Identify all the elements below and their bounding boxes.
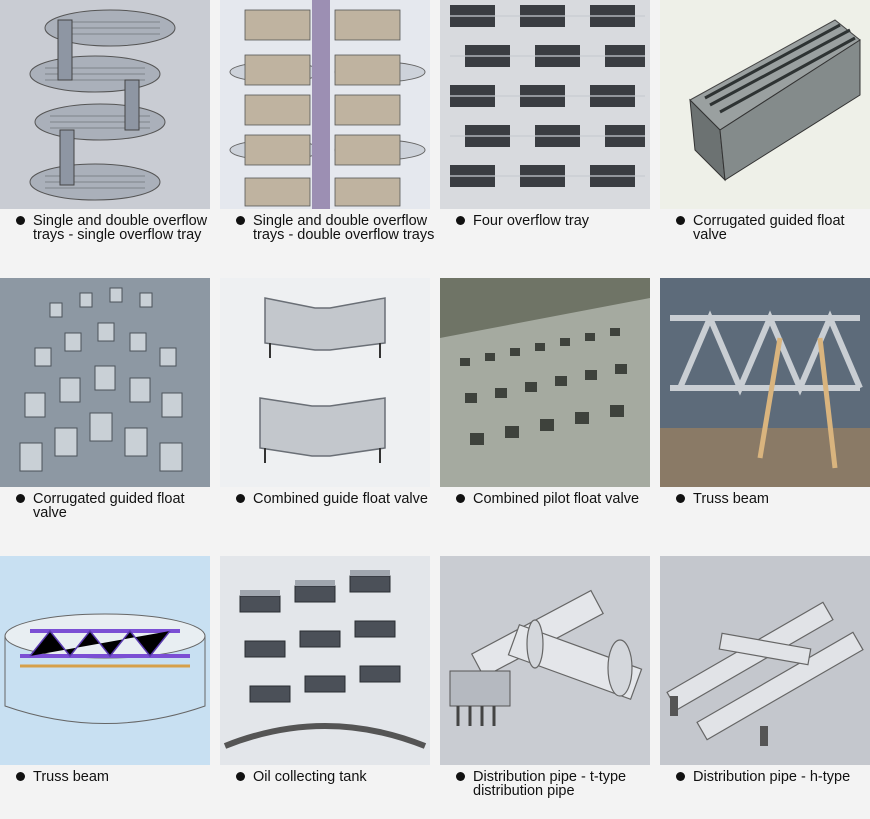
gallery-item[interactable]: Combined guide float valve xyxy=(220,278,430,506)
double-overflow-tray-image[interactable] xyxy=(220,0,430,209)
bullet-icon xyxy=(676,772,685,781)
item-caption: Combined pilot float valve xyxy=(456,492,656,506)
caption-text: Oil collecting tank xyxy=(253,769,367,785)
item-caption: Single and double overflow trays - doubl… xyxy=(236,214,436,242)
caption-text: Corrugated guided float valve xyxy=(693,213,845,243)
caption-text: Distribution pipe - h-type xyxy=(693,769,851,785)
corrugated-valve-image[interactable] xyxy=(660,0,870,209)
four-overflow-tray-image[interactable] xyxy=(440,0,650,209)
gallery-item[interactable]: Distribution pipe - t-type distribution … xyxy=(440,556,650,798)
item-caption: Oil collecting tank xyxy=(236,770,436,784)
bullet-icon xyxy=(16,494,25,503)
gallery-item[interactable]: Combined pilot float valve xyxy=(440,278,650,506)
gallery-item[interactable]: Single and double overflow trays - doubl… xyxy=(220,0,434,242)
bullet-icon xyxy=(456,216,465,225)
gallery-item[interactable]: Corrugated guided float valve xyxy=(0,278,210,520)
bullet-icon xyxy=(456,494,465,503)
bullet-icon xyxy=(236,216,245,225)
gallery-item[interactable]: Four overflow tray xyxy=(440,0,650,228)
bullet-icon xyxy=(16,216,25,225)
bullet-icon xyxy=(16,772,25,781)
bullet-icon xyxy=(676,494,685,503)
item-caption: Single and double overflow trays - singl… xyxy=(16,214,216,242)
caption-text: Distribution pipe - t-type distribution … xyxy=(473,769,627,799)
oil-collecting-tank-image[interactable] xyxy=(220,556,430,765)
truss-beam-photo-image[interactable] xyxy=(660,278,870,487)
h-type-pipe-image[interactable] xyxy=(660,556,870,765)
caption-text: Four overflow tray xyxy=(473,213,590,229)
bullet-icon xyxy=(236,494,245,503)
item-caption: Four overflow tray xyxy=(456,214,656,228)
corrugated-valve-plate-image[interactable] xyxy=(0,278,210,487)
caption-text: Truss beam xyxy=(33,769,110,785)
truss-beam-render-image[interactable] xyxy=(0,556,210,765)
gallery-item[interactable]: Single and double overflow trays - singl… xyxy=(0,0,210,242)
caption-text: Single and double overflow trays - doubl… xyxy=(253,213,435,243)
caption-text: Single and double overflow trays - singl… xyxy=(33,213,208,243)
bullet-icon xyxy=(676,216,685,225)
item-caption: Corrugated guided float valve xyxy=(16,492,216,520)
item-caption: Truss beam xyxy=(676,492,870,506)
single-overflow-tray-image[interactable] xyxy=(0,0,210,209)
caption-text: Combined guide float valve xyxy=(253,491,428,507)
item-caption: Truss beam xyxy=(16,770,216,784)
t-type-pipe-image[interactable] xyxy=(440,556,650,765)
item-caption: Corrugated guided float valve xyxy=(676,214,870,242)
pilot-valve-tray-image[interactable] xyxy=(440,278,650,487)
gallery-item[interactable]: Oil collecting tank xyxy=(220,556,430,784)
bullet-icon xyxy=(236,772,245,781)
gallery-item[interactable]: Distribution pipe - h-type xyxy=(660,556,870,784)
gallery-item[interactable]: Truss beam xyxy=(660,278,870,506)
caption-text: Truss beam xyxy=(693,491,770,507)
combined-guide-valve-image[interactable] xyxy=(220,278,430,487)
item-caption: Distribution pipe - h-type xyxy=(676,770,870,784)
item-caption: Combined guide float valve xyxy=(236,492,436,506)
caption-text: Corrugated guided float valve xyxy=(33,491,185,521)
caption-text: Combined pilot float valve xyxy=(473,491,640,507)
item-caption: Distribution pipe - t-type distribution … xyxy=(456,770,656,798)
gallery-item[interactable]: Corrugated guided float valve xyxy=(660,0,870,242)
bullet-icon xyxy=(456,772,465,781)
gallery-item[interactable]: Truss beam xyxy=(0,556,210,784)
